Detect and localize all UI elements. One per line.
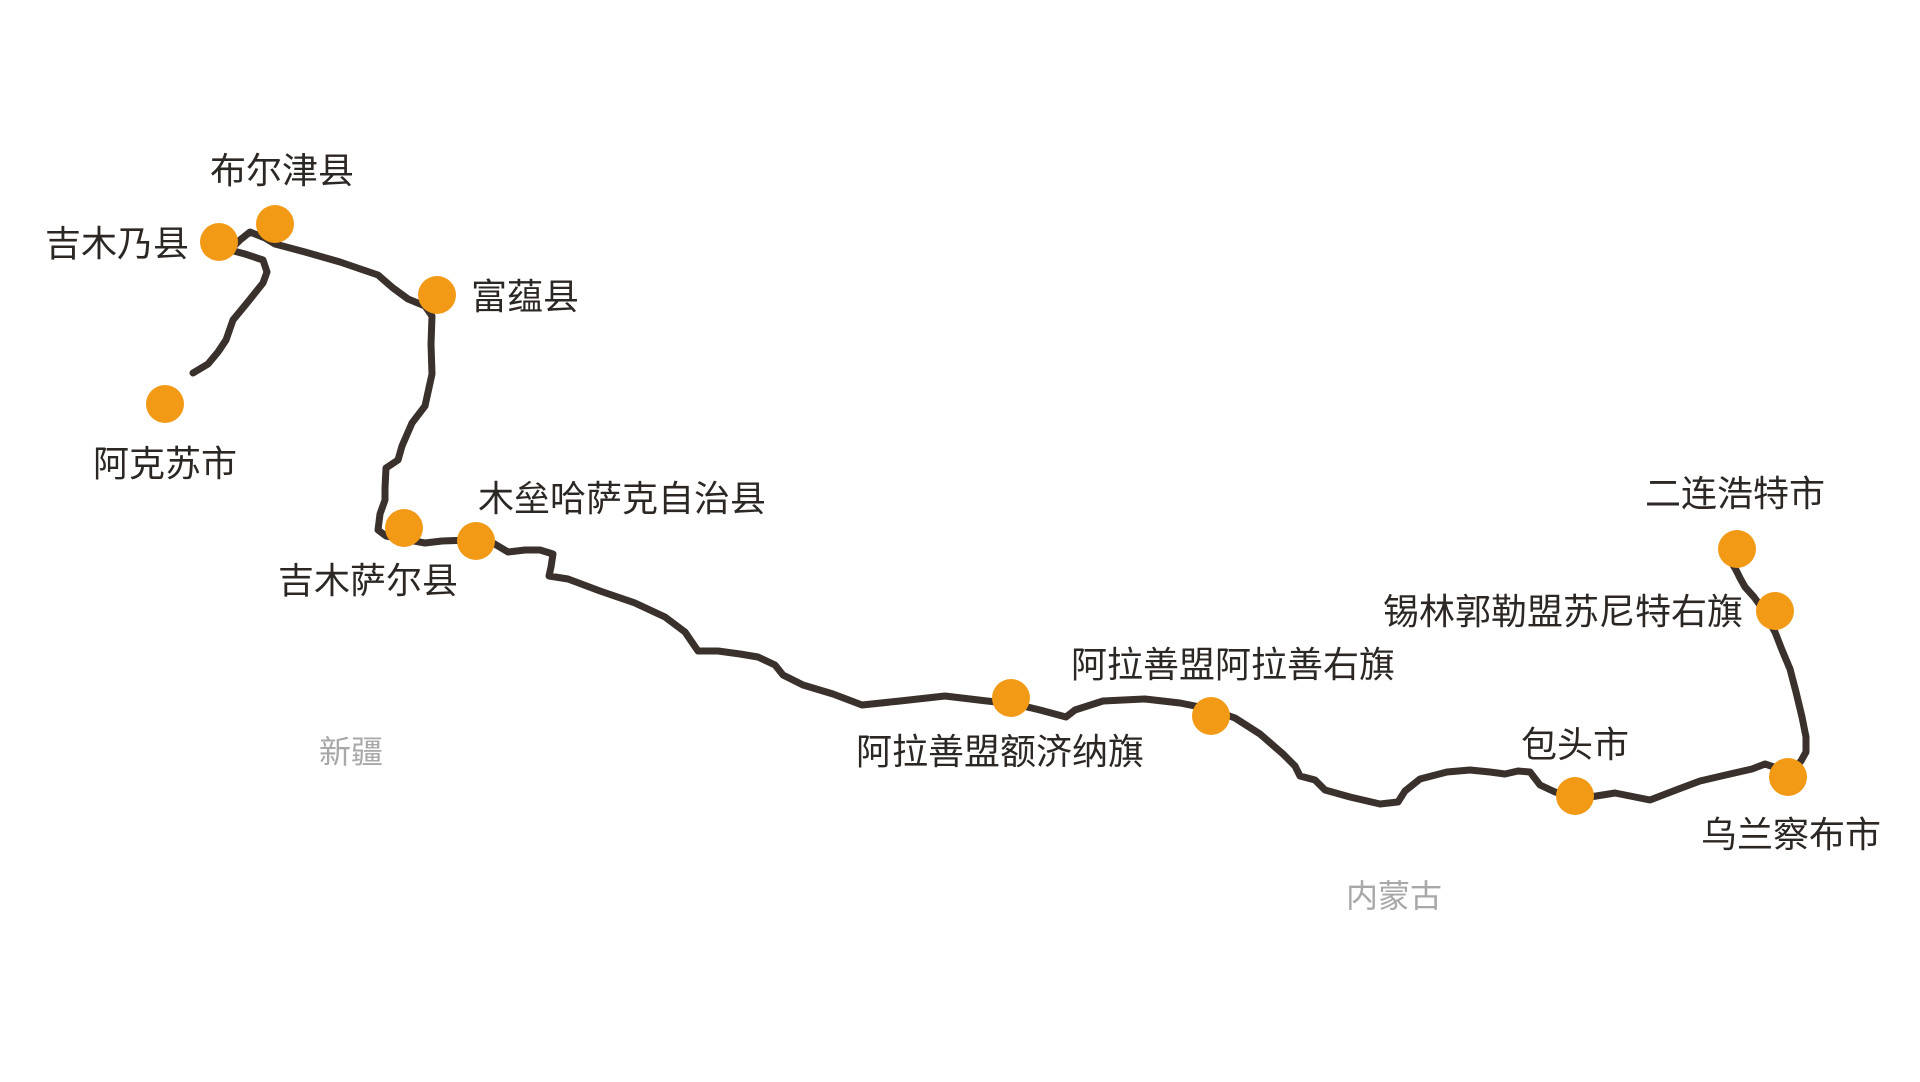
region-neimenggu-label: 内蒙古 [1346, 877, 1442, 915]
region-xinjiang-label: 新疆 [319, 733, 383, 771]
stop-wulanchabu-label: 乌兰察布市 [1701, 815, 1881, 856]
stop-baotou-dot [1556, 777, 1594, 815]
stop-baotou-label: 包头市 [1521, 725, 1629, 766]
stop-fuyun-label: 富蕴县 [471, 277, 579, 318]
stop-jimunai-label: 吉木乃县 [45, 224, 189, 265]
stop-ejina-dot [992, 679, 1030, 717]
stop-wulanchabu-dot [1769, 758, 1807, 796]
stop-mulei-dot [457, 522, 495, 560]
stop-mulei-label: 木垒哈萨克自治县 [478, 479, 766, 520]
stop-ejina-label: 阿拉善盟额济纳旗 [856, 732, 1144, 773]
stop-akesu-dot [146, 385, 184, 423]
stop-buerjin-label: 布尔津县 [210, 151, 354, 192]
stop-fuyun-dot [418, 276, 456, 314]
stop-erlianhaote-dot [1718, 530, 1756, 568]
stop-alashanyou-dot [1192, 697, 1230, 735]
stop-alashanyou-label: 阿拉善盟阿拉善右旗 [1071, 645, 1395, 686]
stop-jimusaer-dot [385, 509, 423, 547]
stop-jimunai-dot [200, 223, 238, 261]
stop-jimusaer-label: 吉木萨尔县 [278, 561, 458, 602]
stop-erlianhaote-label: 二连浩特市 [1645, 474, 1825, 515]
stop-buerjin-dot [256, 205, 294, 243]
stop-sunite-label: 锡林郭勒盟苏尼特右旗 [1383, 592, 1743, 633]
stop-akesu-label: 阿克苏市 [93, 444, 237, 485]
stop-sunite-dot [1756, 592, 1794, 630]
route-line [189, 228, 1810, 808]
